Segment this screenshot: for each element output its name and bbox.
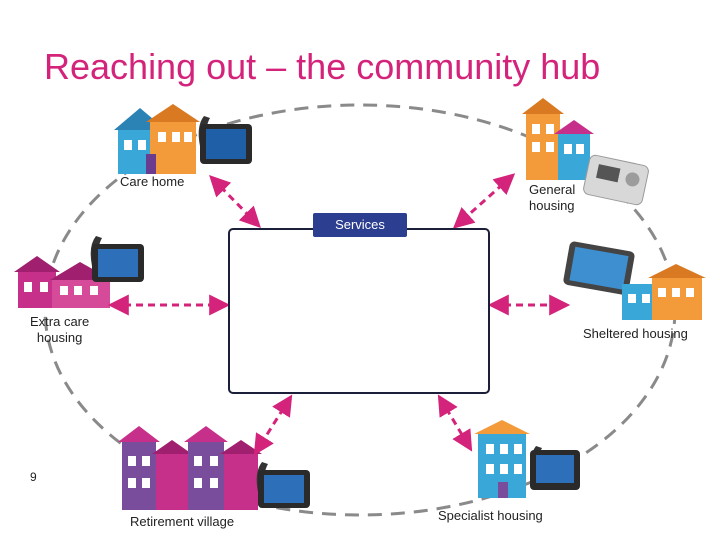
extra-care-videophone-icon — [90, 236, 144, 282]
specialist-housing-label: Specialist housing — [438, 508, 543, 523]
care-home-label: Care home — [120, 174, 185, 189]
sheltered-housing-building-icon — [622, 264, 706, 320]
general-housing-label: General housing — [529, 182, 576, 213]
arrow-specialist-housing — [437, 394, 473, 452]
sheltered-tablet-icon — [563, 241, 635, 295]
retirement-village-building-icon — [118, 426, 262, 510]
sheltered-housing-label: Sheltered housing — [583, 326, 688, 341]
services-label: Services — [313, 213, 407, 237]
specialist-housing-building-icon — [474, 420, 530, 498]
care-home-building-icon — [114, 104, 200, 174]
retirement-videophone-icon — [256, 462, 310, 508]
arrow-retirement-village — [253, 394, 293, 456]
extra-care-building-icon — [14, 256, 112, 308]
general-housing-building-icon — [522, 98, 594, 180]
alarm-unit-icon — [583, 154, 649, 206]
services-box — [228, 228, 490, 394]
extra-care-housing-label: Extra care housing — [30, 314, 90, 345]
care-home-videophone-icon — [198, 116, 252, 164]
arrow-general-housing — [452, 173, 516, 229]
retirement-village-label: Retirement village — [130, 514, 235, 529]
page-number: 9 — [30, 470, 37, 484]
specialist-videophone-icon — [530, 446, 580, 490]
arrow-care-home — [209, 174, 261, 229]
page-title: Reaching out – the community hub — [44, 46, 601, 87]
